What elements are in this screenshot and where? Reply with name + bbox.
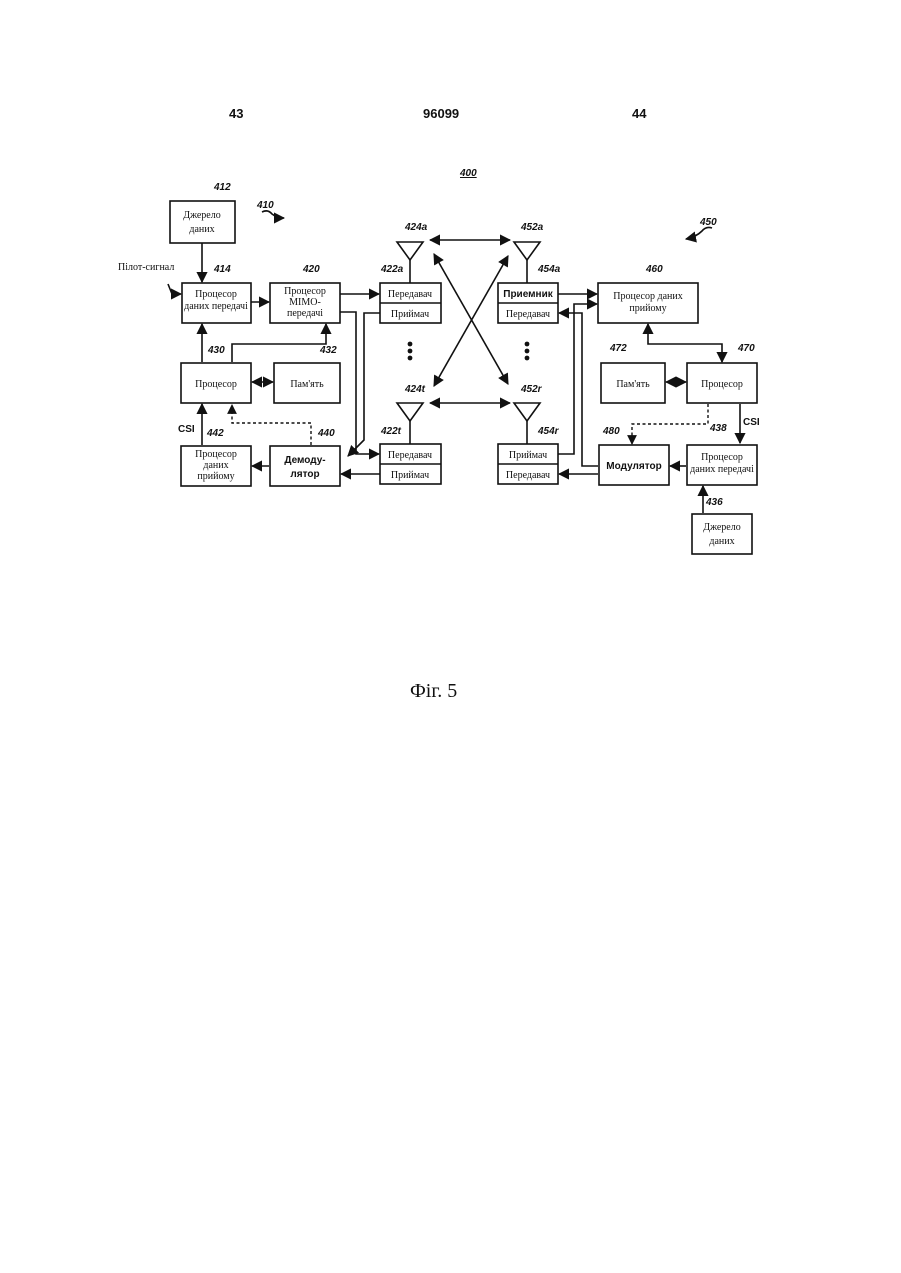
antenna-r-right-icon [514, 403, 540, 444]
pilot-signal-label: Пілот-сигнал [118, 262, 174, 273]
antenna-t-left-icon [397, 403, 423, 444]
link-424a-452r [434, 254, 508, 384]
dashed-440-430 [232, 405, 311, 445]
arrow-454r-460 [558, 304, 597, 454]
ref-450: 450 [699, 217, 717, 228]
tx-data-processor-left-line1: Процесор [195, 289, 237, 300]
ref-442: 442 [206, 428, 224, 439]
arrow-460-470 [648, 324, 722, 362]
ref-424t: 424t [404, 384, 426, 395]
tx-data-processor-right-line1: Процесор [701, 452, 743, 463]
processor-left-label: Процесор [195, 379, 237, 390]
transceiver-a-right-bottom: Передавач [506, 309, 550, 320]
ref-412: 412 [213, 182, 231, 193]
antenna-a-left-icon [397, 242, 423, 283]
ref-410-arrow [262, 211, 284, 218]
ref-400: 400 [459, 168, 477, 179]
demodulator-line2: лятор [290, 469, 319, 480]
ref-414: 414 [213, 264, 231, 275]
rx-data-processor-left-line1: Процесор [195, 449, 237, 460]
demodulator-box [270, 446, 340, 486]
transceiver-r-right-top: Приймач [509, 450, 547, 461]
ellipsis-left-icon [408, 342, 413, 361]
ref-480: 480 [602, 426, 620, 437]
tx-data-processor-left-line2: даних передачі [184, 301, 248, 312]
data-source-bottom-line1: Джерело [703, 522, 740, 533]
modulator-label: Модулятор [606, 461, 661, 472]
ref-430: 430 [207, 345, 225, 356]
ref-420: 420 [302, 264, 320, 275]
ref-410: 410 [256, 200, 274, 211]
ref-450-arrow [686, 227, 712, 239]
arrow-430-420 [232, 324, 326, 362]
ref-452r: 452r [520, 384, 543, 395]
ref-454r: 454r [537, 426, 560, 437]
figure-caption: Фіг. 5 [410, 680, 457, 703]
ref-424a: 424a [404, 222, 428, 233]
data-source-top-line2: даних [189, 224, 214, 235]
transceiver-r-right-bottom: Передавач [506, 470, 550, 481]
transceiver-a-left-bottom: Приймач [391, 309, 429, 320]
ref-432: 432 [319, 345, 337, 356]
csi-left-label: CSI [178, 424, 195, 435]
mimo-processor-line3: передачі [287, 308, 323, 319]
mimo-processor-line2: MIMO- [289, 297, 321, 308]
arrow-480-454a [559, 313, 598, 466]
demodulator-line1: Демоду- [284, 455, 325, 466]
rx-data-processor-left-line3: прийому [197, 471, 234, 482]
ref-454a: 454a [537, 264, 561, 275]
data-source-top-box [170, 201, 235, 243]
data-source-bottom-box [692, 514, 752, 554]
ref-422t: 422t [380, 426, 402, 437]
pilot-signal-arrow [168, 284, 181, 294]
transceiver-t-left-top: Передавач [388, 450, 432, 461]
ref-440: 440 [317, 428, 335, 439]
arrow-422a-440 [348, 313, 380, 456]
rx-data-processor-right-line2: прийому [629, 303, 666, 314]
rx-data-processor-left-line2: даних [203, 460, 228, 471]
memory-left-label: Пам'ять [290, 379, 324, 390]
data-source-bottom-line2: даних [709, 536, 734, 547]
csi-right-label: CSI [743, 417, 760, 428]
mimo-processor-line1: Процесор [284, 286, 326, 297]
transceiver-t-left-bottom: Приймач [391, 470, 429, 481]
tx-data-processor-right-line2: даних передачі [690, 464, 754, 475]
memory-right-label: Пам'ять [616, 379, 650, 390]
ref-460: 460 [645, 264, 663, 275]
ref-452a: 452a [520, 222, 544, 233]
ref-422a: 422a [380, 264, 404, 275]
arrow-420-422t [340, 312, 379, 454]
transceiver-a-right-top: Приемник [503, 289, 553, 300]
data-source-top-line1: Джерело [183, 210, 220, 221]
ref-436: 436 [705, 497, 723, 508]
ref-470: 470 [737, 343, 755, 354]
ref-438: 438 [709, 423, 727, 434]
ref-472: 472 [609, 343, 627, 354]
processor-right-label: Процесор [701, 379, 743, 390]
link-452a-424t [434, 256, 508, 386]
rx-data-processor-right-line1: Процесор даних [613, 291, 682, 302]
dashed-470-480 [632, 404, 708, 444]
antenna-a-right-icon [514, 242, 540, 283]
transceiver-a-left-top: Передавач [388, 289, 432, 300]
ellipsis-right-icon [525, 342, 530, 361]
